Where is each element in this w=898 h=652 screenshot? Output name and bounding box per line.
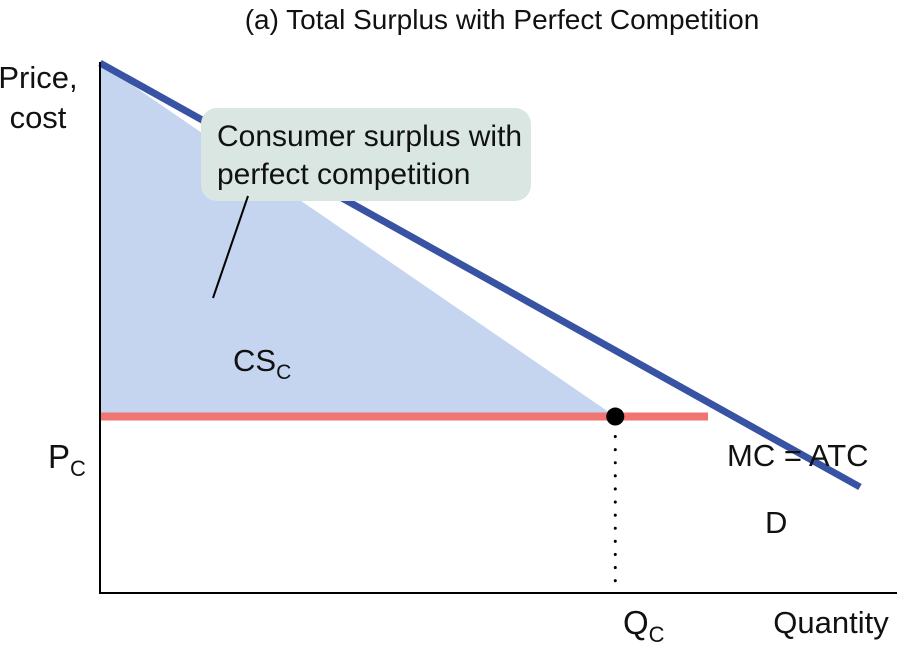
price-tick-label: PC (48, 438, 86, 481)
annotation-pointer (212, 195, 249, 299)
cs-label-main: CS (233, 343, 276, 378)
annotation-line2: perfect competition (217, 158, 470, 191)
annotation-box (201, 108, 531, 201)
quantity-tick-main: Q (623, 604, 649, 641)
price-tick-sub: C (70, 456, 86, 481)
cs-label-sub: C (276, 361, 291, 384)
y-axis-label-line2: cost (10, 100, 67, 135)
demand-label: D (765, 505, 787, 540)
price-tick-main: P (48, 438, 70, 475)
mc-atc-label: MC = ATC (727, 438, 869, 473)
cs-label: CSC (233, 343, 291, 384)
annotation-line1: Consumer surplus with (217, 120, 522, 153)
equilibrium-point (606, 407, 625, 426)
quantity-tick-sub: C (649, 622, 665, 647)
x-axis-label: Quantity (773, 605, 889, 640)
y-axis-label-line1: Price, (0, 60, 78, 95)
chart-title: (a) Total Surplus with Perfect Competiti… (245, 4, 760, 35)
quantity-tick-label: QC (623, 604, 665, 647)
